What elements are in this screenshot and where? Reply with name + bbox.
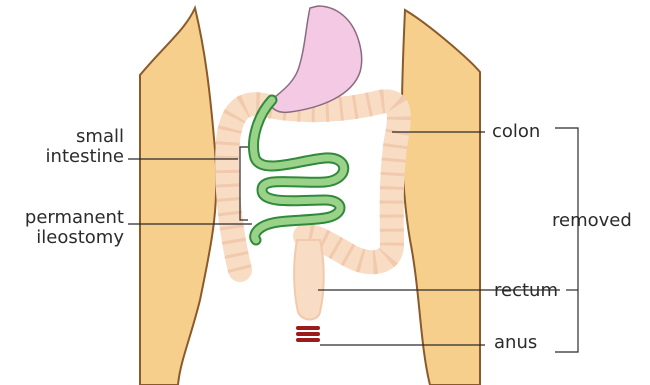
left-body-side [140, 8, 216, 385]
rectum-label: rectum [494, 281, 558, 301]
small-intestine-label-line-2: intestine [20, 147, 124, 167]
anus [296, 326, 320, 342]
rectum [294, 240, 324, 320]
small-intestine-label: small intestine [20, 127, 124, 167]
small-intestine-label-line-1: small [20, 127, 124, 147]
anus-label: anus [494, 333, 537, 353]
permanent-ileostomy-label: permanent ileostomy [0, 208, 124, 248]
permanent-ileostomy-label-line-1: permanent [0, 208, 124, 228]
removed-label: removed [552, 211, 632, 231]
right-body-side [402, 10, 480, 385]
colon-label: colon [492, 122, 540, 142]
permanent-ileostomy-label-line-2: ileostomy [0, 228, 124, 248]
